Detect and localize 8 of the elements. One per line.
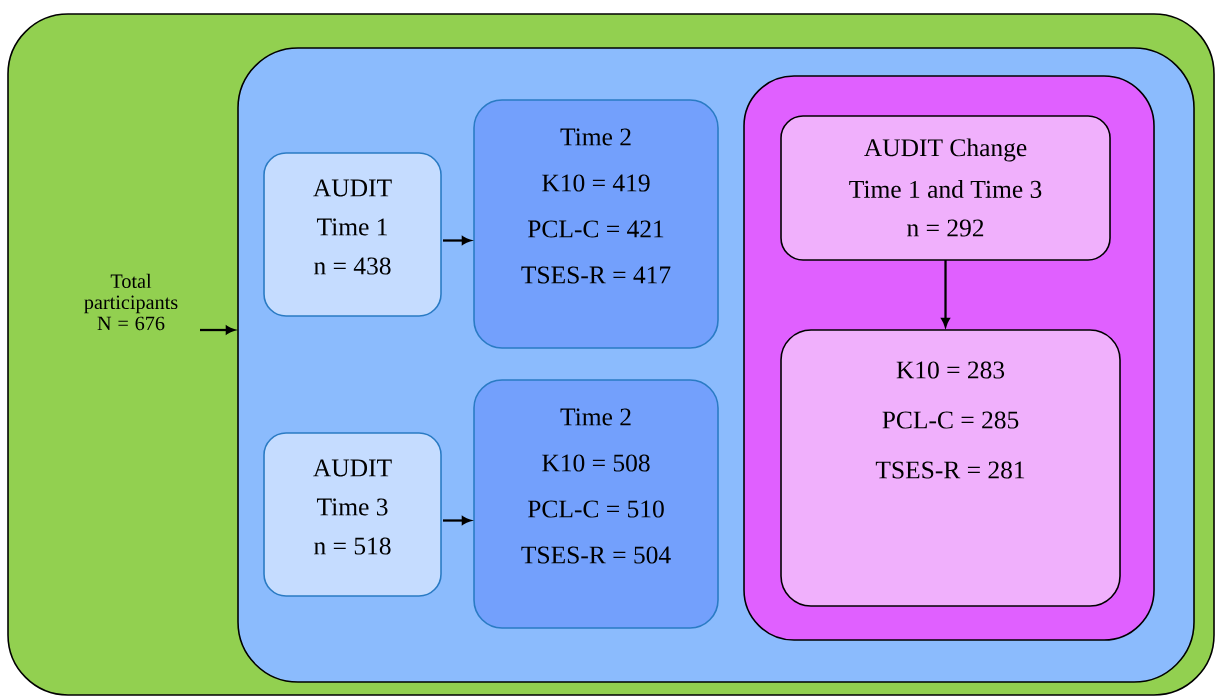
total-label: Total participants N = 676 — [84, 273, 178, 331]
arrow — [200, 325, 235, 335]
audit-box: AUDIT Time 3 n = 518 — [263, 432, 442, 597]
audit-change-box: AUDIT Change Time 1 and Time 3 n = 292 — [780, 115, 1111, 261]
audit-box: AUDIT Time 1 n = 438 — [263, 152, 442, 317]
measures-box: Time 2 K10 = 419 PCL-C = 421 TSES-R = 417 — [473, 99, 719, 349]
measures-box: Time 2 K10 = 508 PCL-C = 510 TSES-R = 504 — [473, 379, 719, 629]
measures-box: K10 = 283 PCL-C = 285 TSES-R = 281 — [780, 329, 1121, 607]
